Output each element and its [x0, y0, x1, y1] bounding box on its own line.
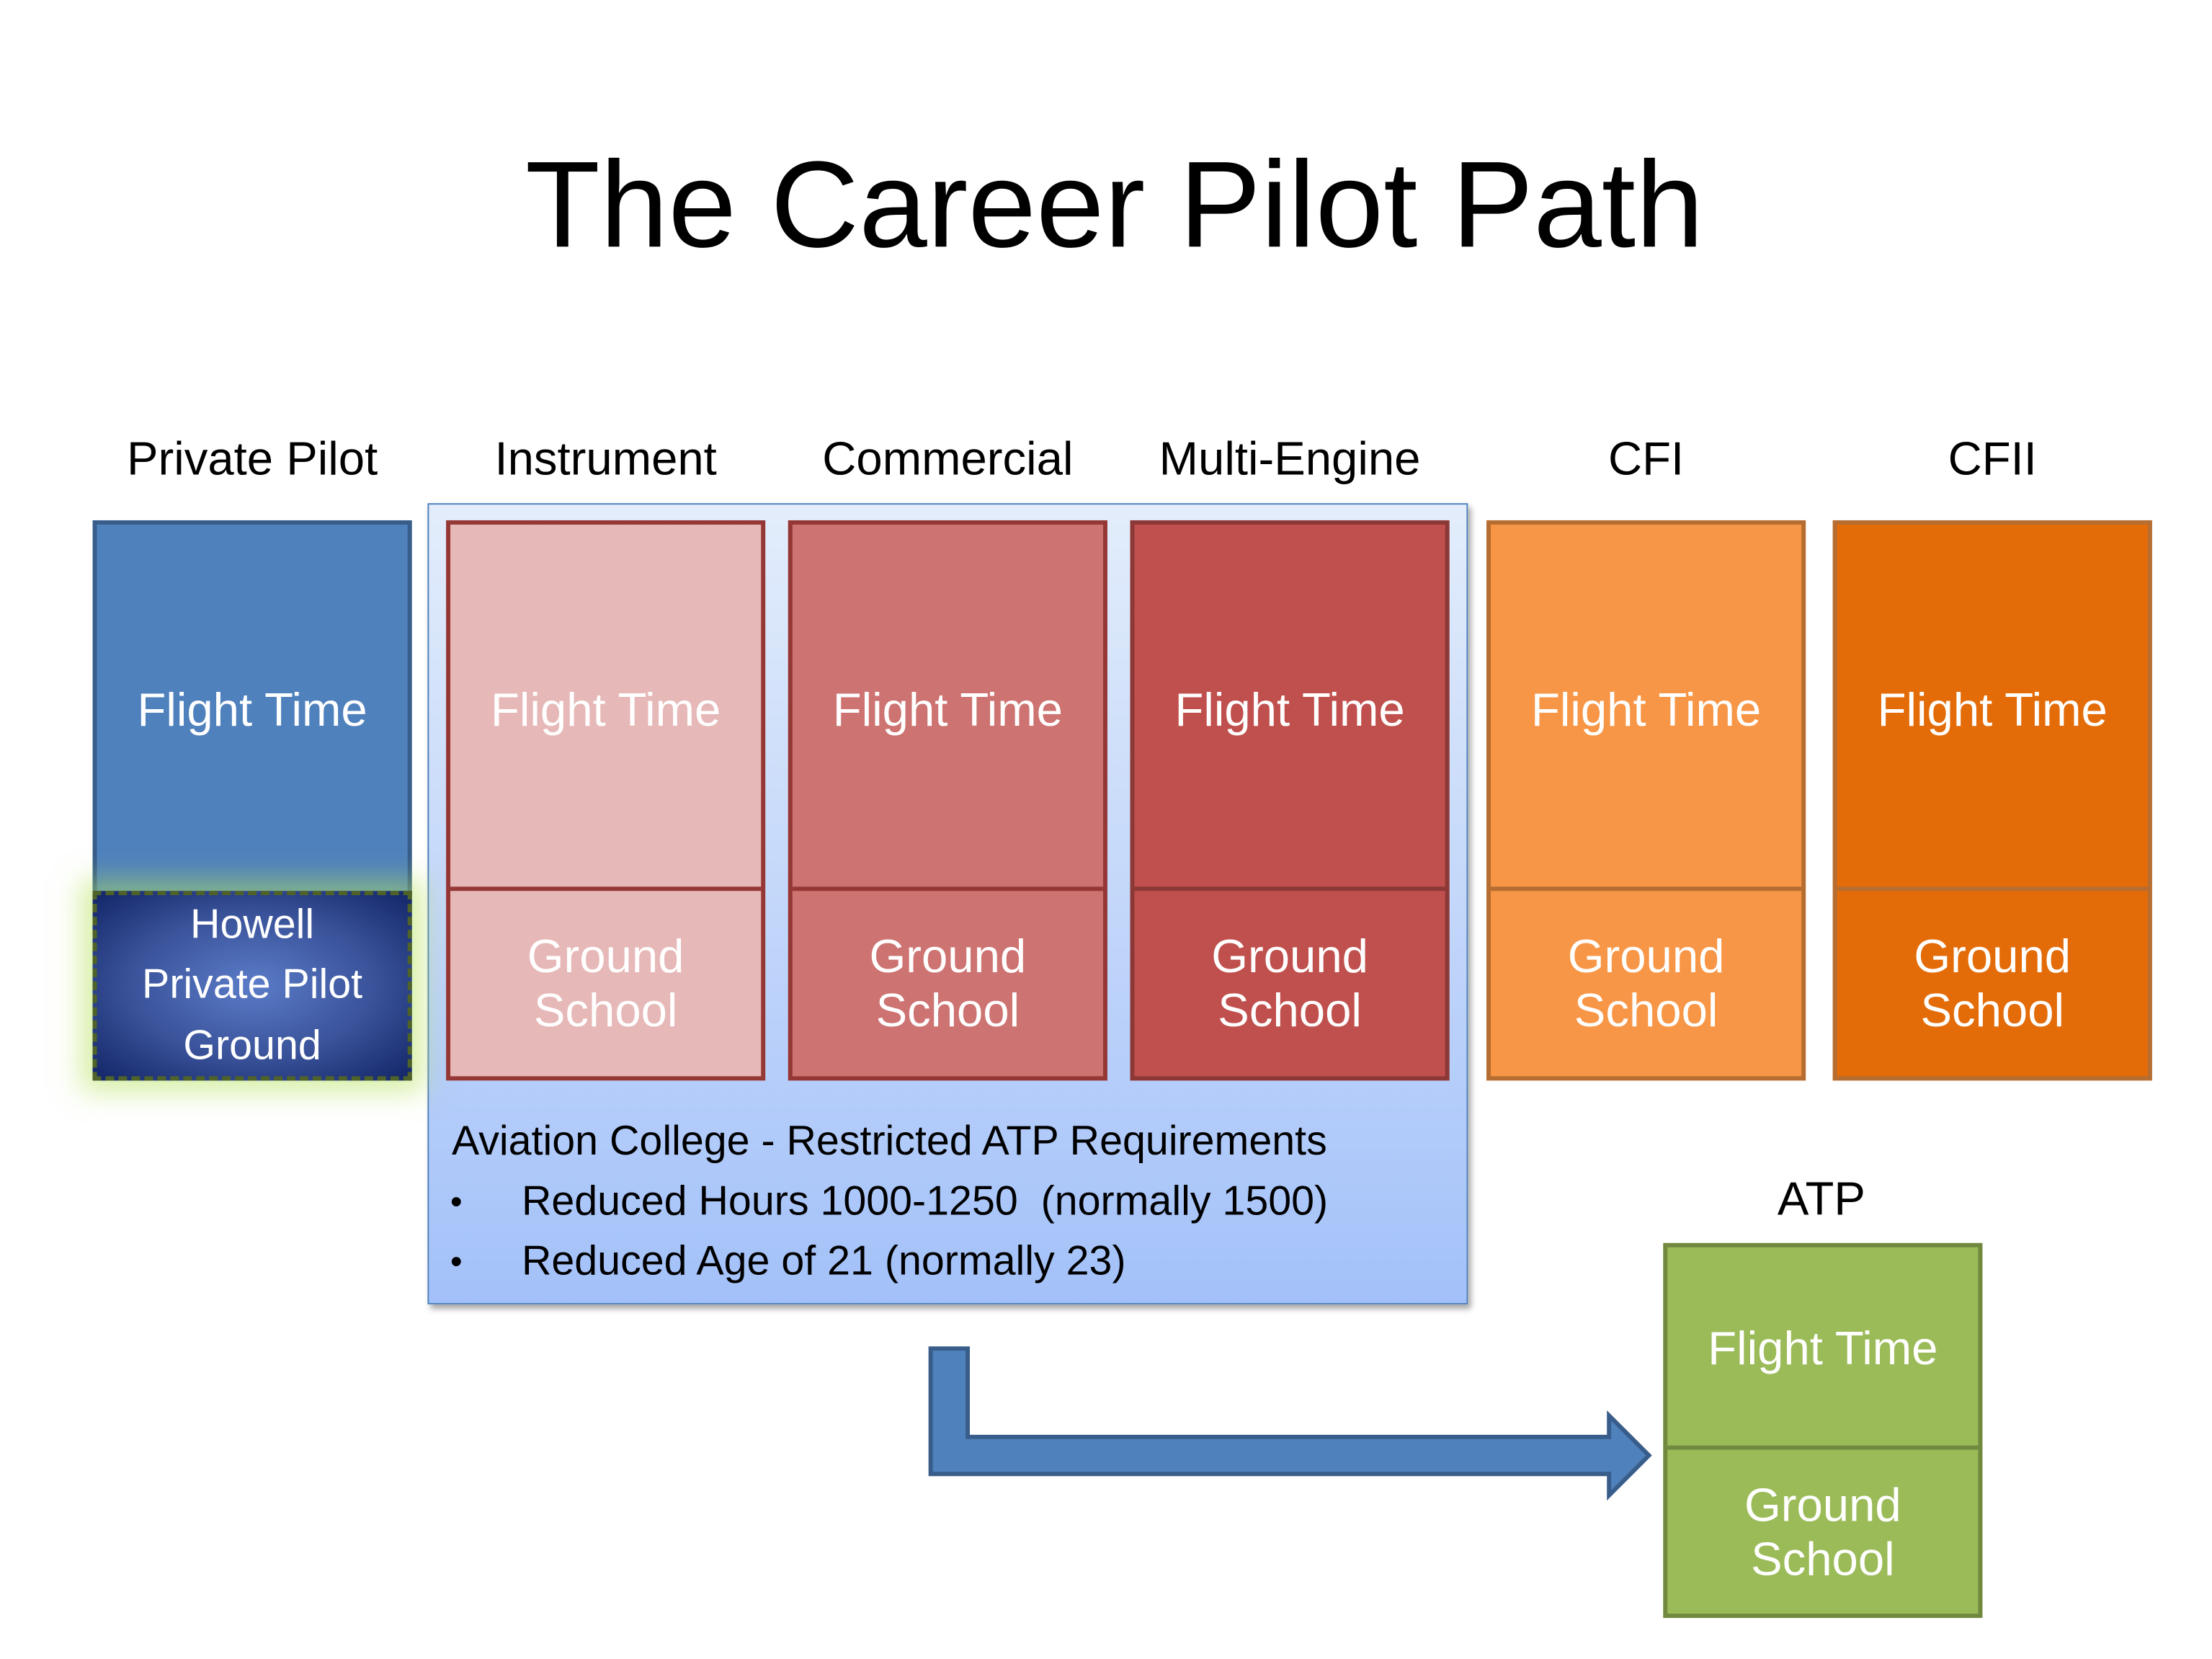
column-header-private-pilot: Private Pilot [126, 432, 378, 485]
howell-ground-school: Howell Private Pilot Ground [92, 891, 412, 1081]
atp-ground-school: Ground School [1667, 1445, 1979, 1614]
cfi-ground-school: Ground School [1490, 886, 1802, 1076]
cfii-flight-time: Flight Time [1877, 682, 2108, 736]
college-heading: Aviation College - Restricted ATP Requir… [452, 1118, 1327, 1165]
column-header-commercial: Commercial [822, 432, 1074, 485]
college-bullet-age: Reduced Age of 21 (normally 23) [521, 1238, 1126, 1285]
column-header-cfii: CFII [1948, 432, 2037, 485]
column-header-cfi: CFI [1607, 432, 1685, 485]
cfi-flight-time: Flight Time [1530, 682, 1762, 736]
bullet-icon: • [450, 1183, 463, 1222]
commercial-flight-time: Flight Time [832, 682, 1063, 736]
private-pilot-flight-time: Flight Time [137, 682, 367, 736]
slide-title: The Career Pilot Path [525, 136, 1704, 274]
college-bullet-hours: Reduced Hours 1000-1250 (normally 1500) [521, 1178, 1329, 1225]
multi-engine-ground-school: Ground School [1134, 886, 1445, 1076]
column-header-atp: ATP [1777, 1171, 1865, 1225]
column-header-multi-engine: Multi-Engine [1159, 432, 1421, 485]
multi-engine-flight-time: Flight Time [1174, 682, 1405, 736]
atp-box: Flight Time Ground School [1663, 1242, 1983, 1619]
cfii-ground-school: Ground School [1837, 886, 2148, 1076]
instrument-ground-school: Ground School [450, 886, 762, 1076]
bent-arrow-shape [928, 1346, 1652, 1501]
commercial-ground-school: Ground School [792, 886, 1103, 1076]
atp-flight-time: Flight Time [1708, 1321, 1938, 1374]
column-header-instrument: Instrument [494, 432, 717, 485]
instrument-flight-time: Flight Time [491, 682, 721, 736]
bullet-icon: • [450, 1242, 463, 1282]
